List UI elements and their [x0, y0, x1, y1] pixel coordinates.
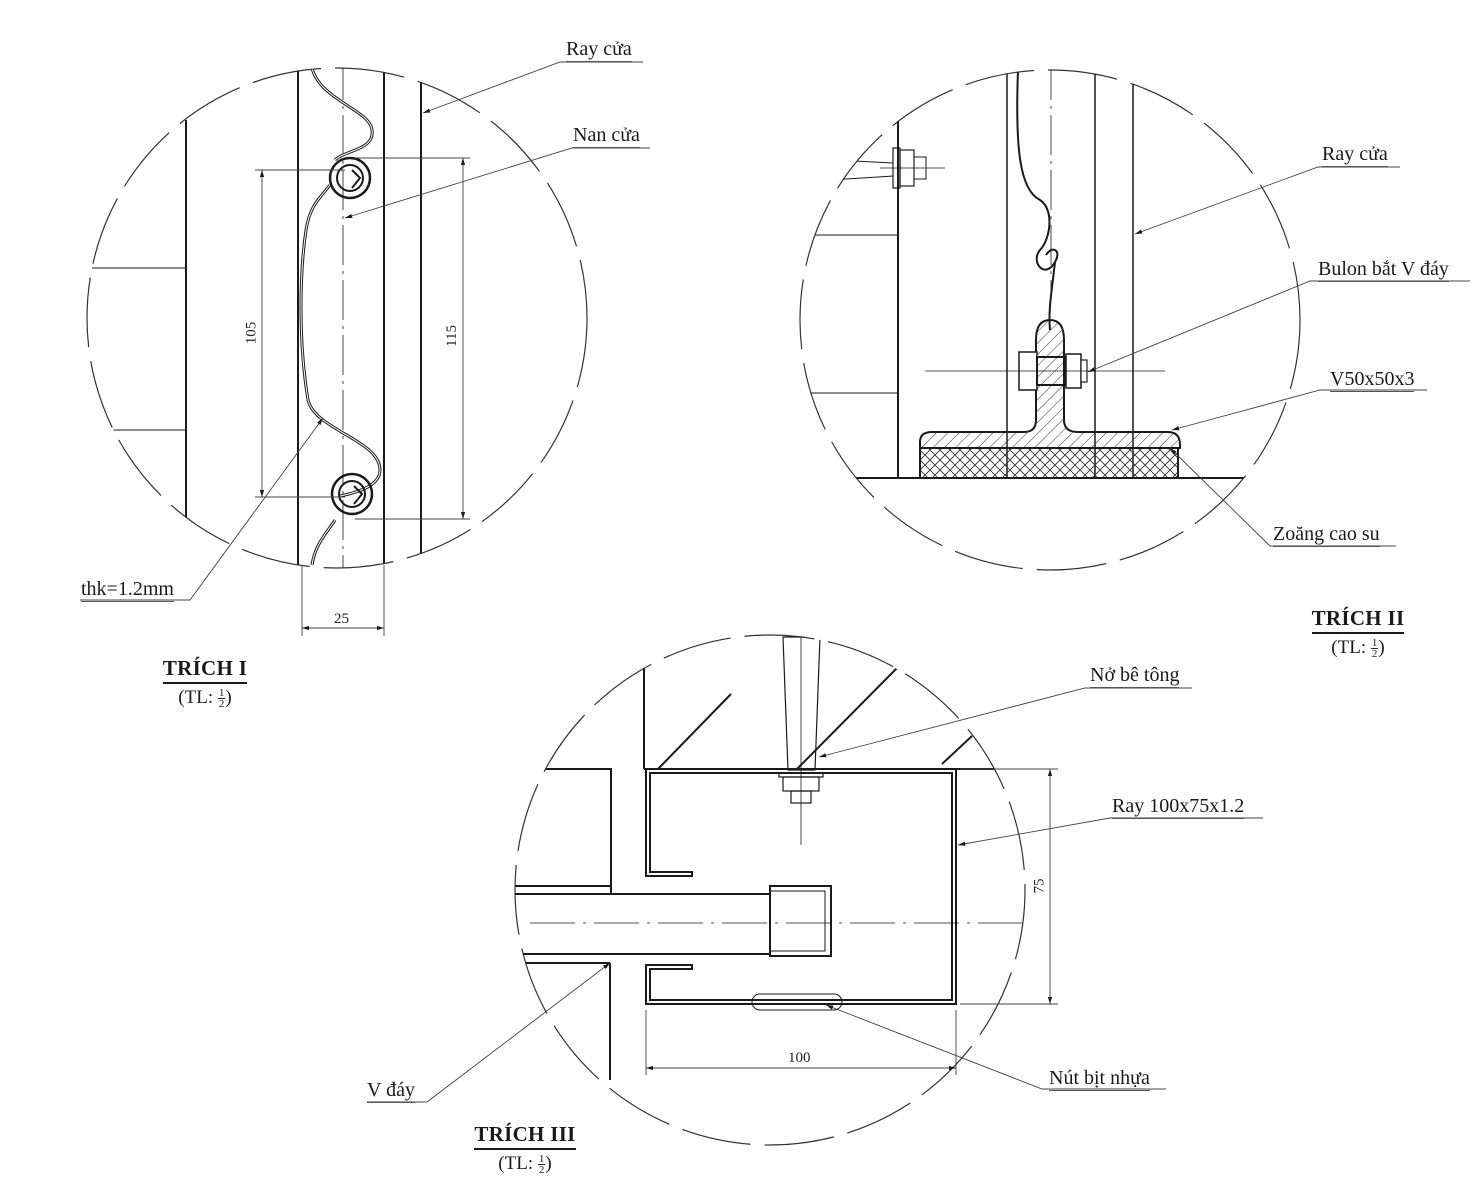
- detail-1-boundary-circle: [86, 67, 588, 569]
- label-rail-detail-2: Ray cửa: [1322, 143, 1388, 167]
- detail-3-title: TRÍCH III: [474, 1122, 576, 1150]
- label-angle: V50x50x3: [1330, 368, 1415, 392]
- dim-height: 75: [1031, 878, 1048, 894]
- dim-width: 100: [788, 1050, 811, 1066]
- label-rail-detail-1: Ray cửa: [566, 38, 632, 62]
- label-rail-section: Ray 100x75x1.2: [1112, 795, 1245, 819]
- dim-rail-width: 25: [334, 611, 349, 627]
- dim-pitch-inner: 105: [243, 321, 260, 345]
- label-gasket: Zoăng cao su: [1273, 523, 1380, 547]
- label-plastic-plug: Nút bịt nhựa: [1049, 1067, 1150, 1091]
- label-anchor: Nở bê tông: [1090, 664, 1180, 688]
- detail-1-title: TRÍCH I: [162, 656, 248, 684]
- label-slat-detail-1: Nan cửa: [573, 124, 640, 148]
- label-thickness: thk=1.2mm: [81, 578, 174, 602]
- label-bolt: Bulon bắt V đáy: [1318, 258, 1449, 282]
- detail-2-boundary-circle: [799, 69, 1301, 571]
- detail-1-drawing: [80, 61, 650, 636]
- detail-3-boundary-circle: [514, 634, 1026, 1146]
- detail-2-drawing: [799, 69, 1470, 571]
- detail-2-title: TRÍCH II: [1311, 606, 1405, 634]
- dim-pitch-outer: 115: [443, 325, 460, 347]
- label-bottom-angle: V đáy: [367, 1079, 415, 1103]
